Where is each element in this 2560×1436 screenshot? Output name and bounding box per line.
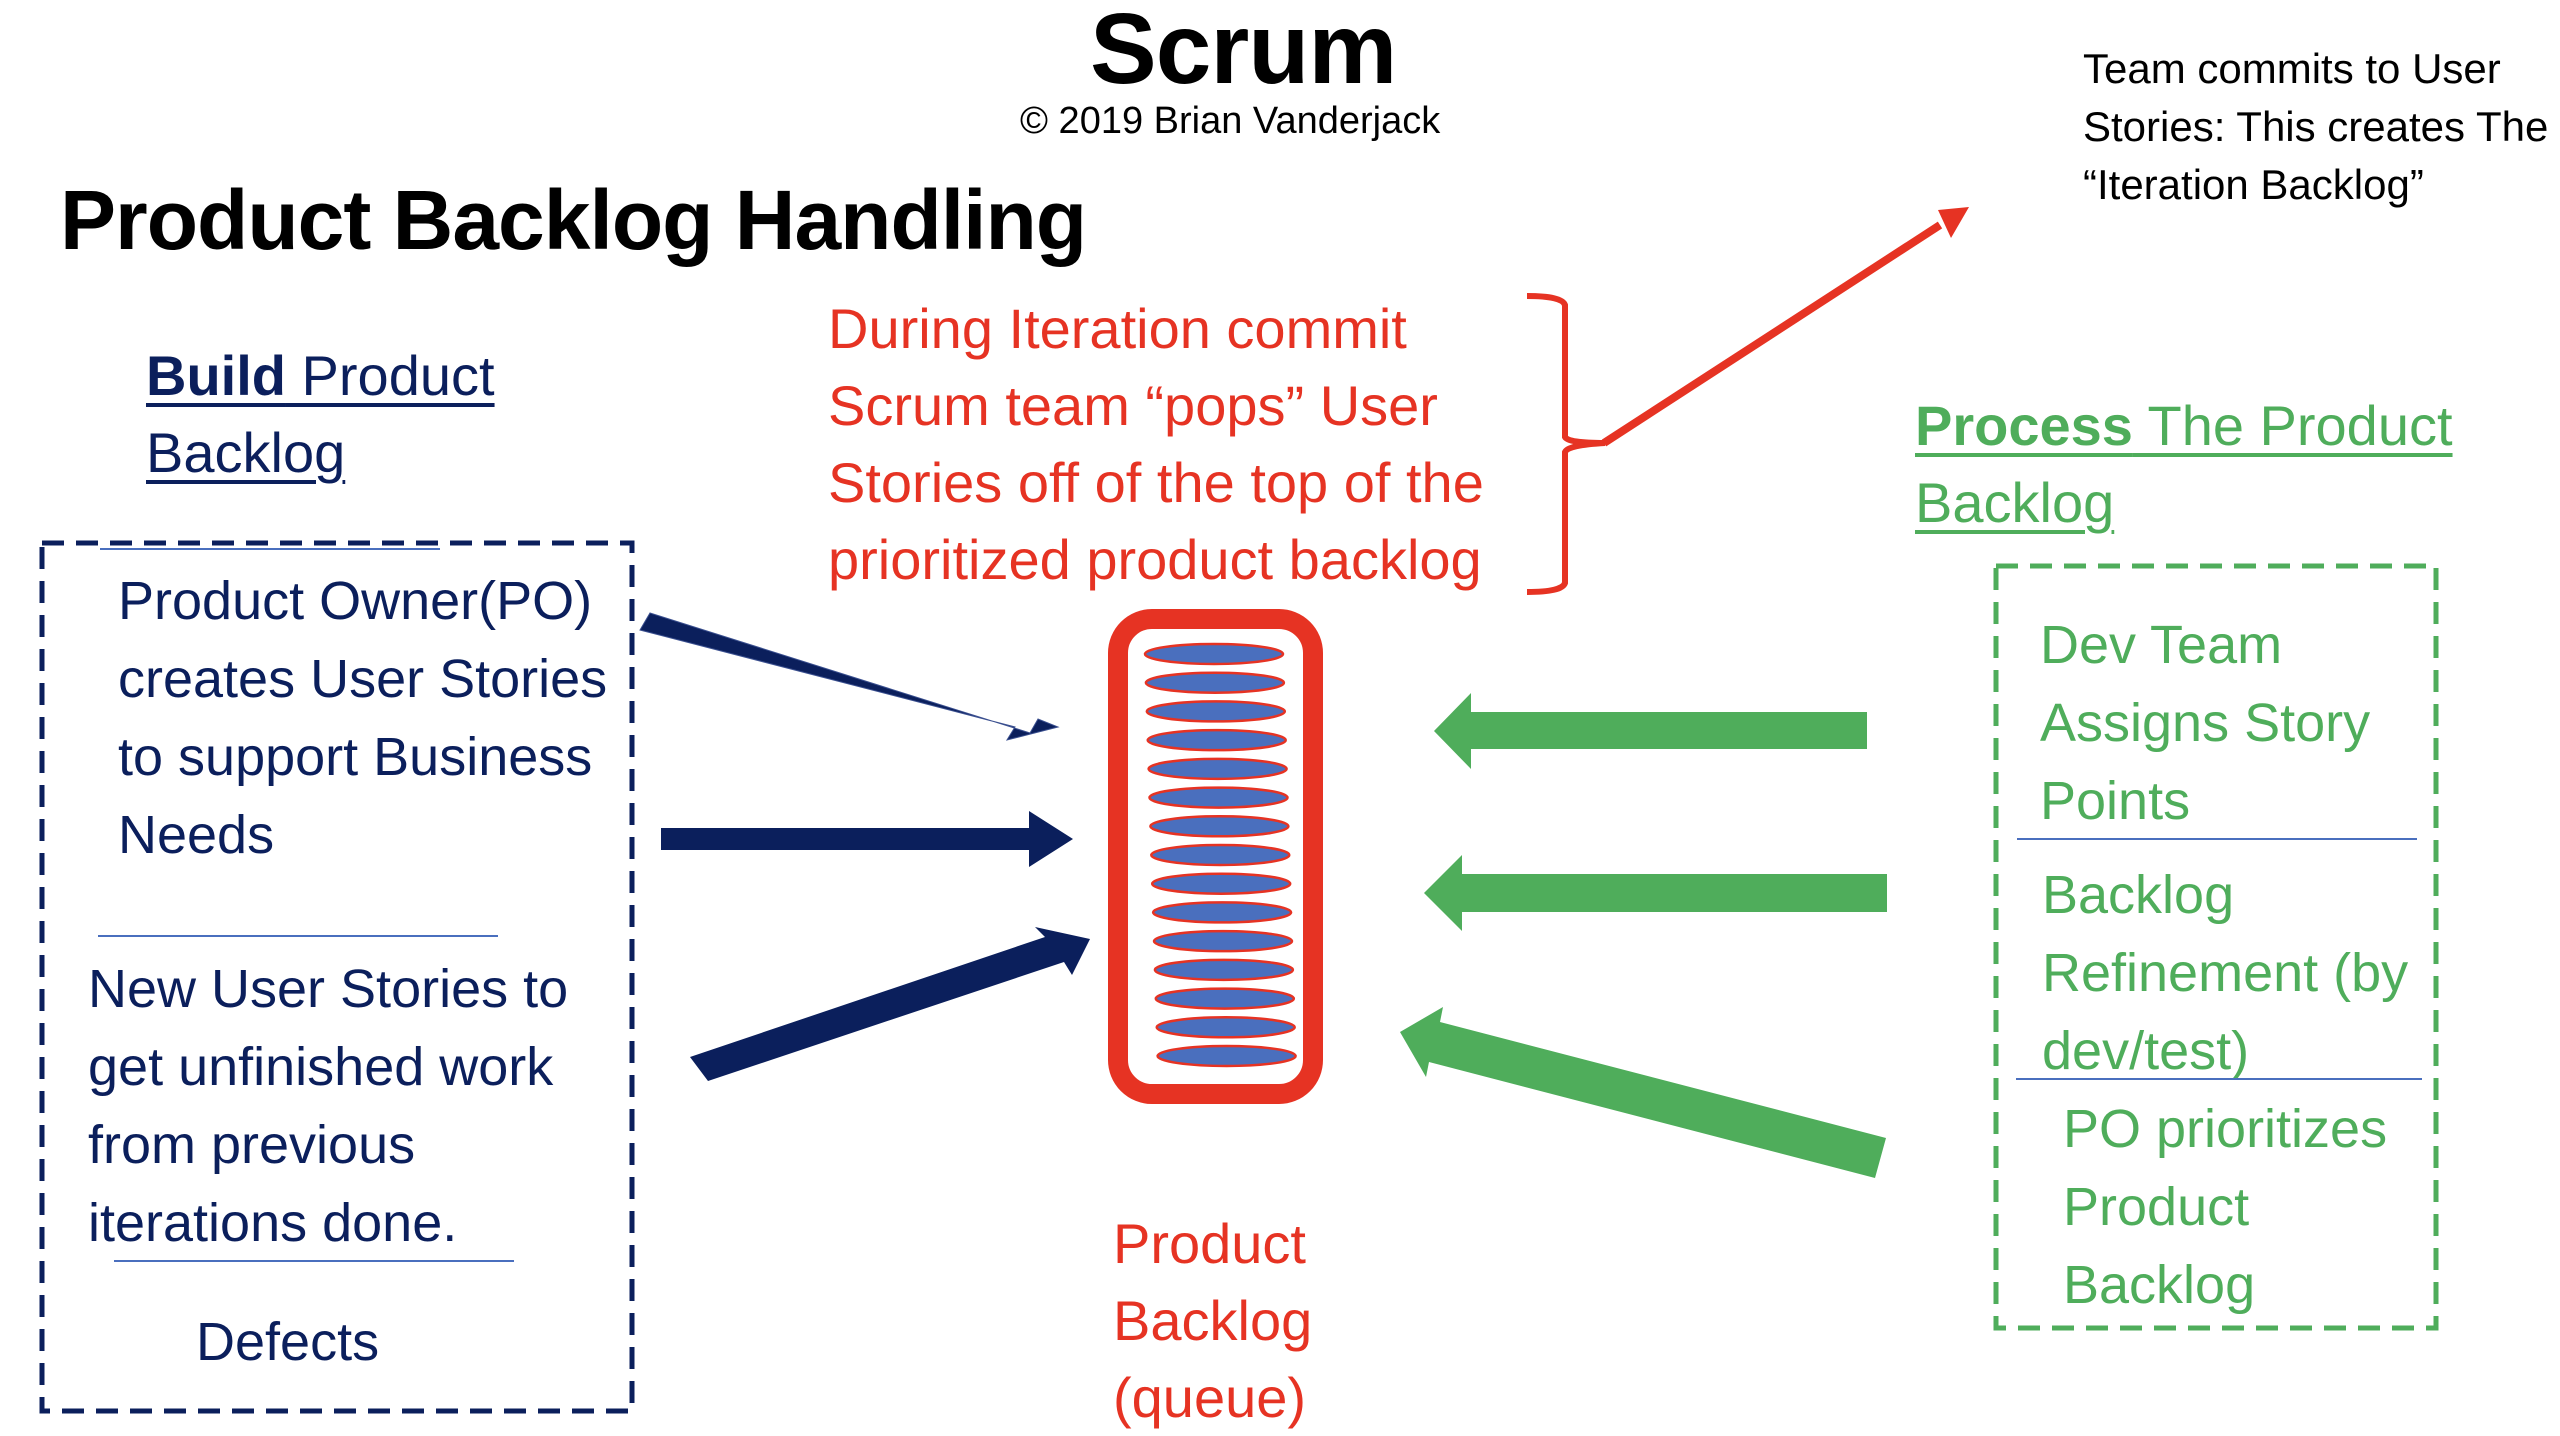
green-arrow-top: [1434, 693, 1867, 769]
green-arrow-middle: [1424, 855, 1887, 931]
user-story-item: [1151, 901, 1293, 924]
user-story-item: [1152, 929, 1294, 953]
process-separator-2: [2016, 1078, 2422, 1080]
diagram-title: Scrum: [1090, 0, 1397, 105]
user-story-item: [1147, 757, 1288, 781]
user-story-item: [1153, 958, 1295, 982]
iteration-backlog-note: Team commits to User Stories: This creat…: [2083, 45, 2549, 208]
queue-label-line-2: Backlog: [1113, 1289, 1313, 1352]
navy-arrow-middle: [661, 811, 1073, 867]
build-section-heading: Build Product Backlog: [146, 337, 576, 491]
green-arrow-bottom: [1400, 1007, 1886, 1178]
backlog-queue-label: Product Backlog (queue): [1113, 1205, 1373, 1436]
user-story-item: [1156, 1044, 1297, 1068]
process-item-refinement: Backlog Refinement (by dev/test): [2042, 865, 2409, 1081]
user-story-item: [1148, 786, 1289, 809]
queue-label-line-3: (queue): [1113, 1366, 1307, 1429]
user-story-stack: [1143, 642, 1297, 1068]
user-story-item: [1145, 700, 1287, 723]
iteration-backlog-arrow: [1601, 207, 1969, 447]
copyright-text: © 2019 Brian Vanderjack: [1020, 100, 1441, 142]
iteration-commit-text: During Iteration commit Scrum team “pops…: [828, 297, 1484, 591]
build-item-po-stories: Product Owner(PO) creates User Stories t…: [118, 571, 608, 865]
process-item-prioritize: PO prioritizes Product Backlog: [2063, 1099, 2388, 1315]
build-separator-1: [98, 935, 498, 937]
process-heading-bold: Process: [1915, 394, 2133, 457]
user-story-item: [1150, 872, 1292, 895]
user-story-item: [1143, 642, 1285, 666]
queue-label-line-1: Product: [1113, 1212, 1306, 1275]
process-separator-1: [2017, 838, 2417, 840]
process-heading-rest: The Product Backlog: [1915, 394, 2453, 534]
build-item-unfinished-work: New User Stories to get unfinished work …: [88, 959, 569, 1253]
process-section-heading: Process The Product Backlog: [1915, 387, 2475, 541]
build-backlog-box: [39, 540, 635, 1414]
process-backlog-box: [1993, 563, 2439, 1331]
user-story-item: [1155, 1016, 1296, 1039]
user-story-item: [1146, 728, 1287, 752]
user-story-item: [1144, 671, 1286, 694]
user-story-item: [1150, 843, 1291, 867]
build-heading-rest: Product Backlog: [146, 344, 495, 484]
navy-arrow-top: [639, 612, 1060, 741]
build-heading-bold: Build: [146, 344, 286, 407]
build-item-defects: Defects: [196, 1312, 380, 1372]
page-title: Product Backlog Handling: [60, 173, 1087, 267]
build-separator-2: [114, 1260, 514, 1262]
user-story-item: [1149, 815, 1290, 838]
process-item-story-points: Dev Team Assigns Story Points: [2040, 615, 2371, 831]
navy-arrow-bottom: [690, 927, 1090, 1081]
user-story-item: [1154, 987, 1296, 1010]
